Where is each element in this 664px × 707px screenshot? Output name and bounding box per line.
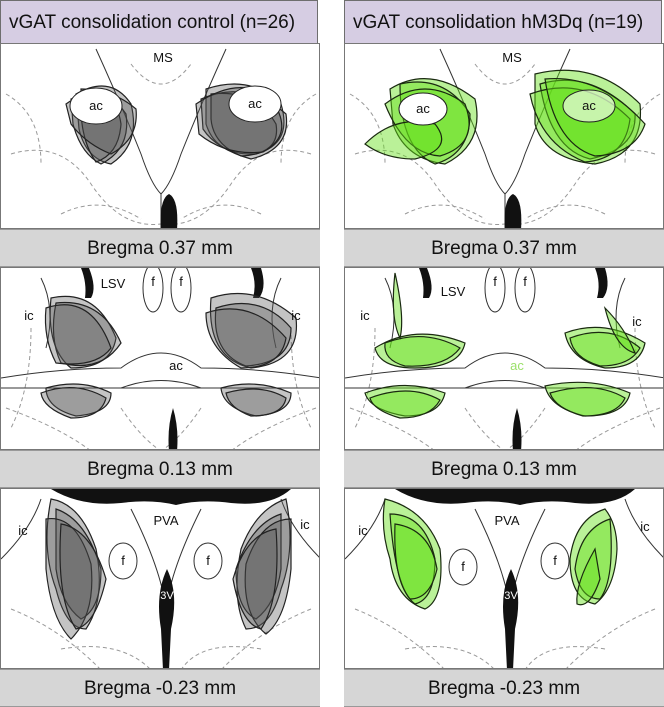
lv-right: [251, 268, 264, 298]
fornix-black-top: [395, 489, 635, 505]
label-ic-left: ic: [358, 523, 368, 538]
third-ventricle-mid: [513, 408, 522, 450]
hm3dq-panel-bregma-neg023: ic PVA ic f f 3V: [344, 488, 664, 669]
injection-overlays-left: [383, 499, 441, 609]
label-3v: 3V: [160, 590, 174, 602]
label-ms: MS: [502, 50, 522, 65]
label-ac-left: ac: [89, 98, 103, 113]
label-f-left: f: [121, 553, 125, 568]
ventricle-black: [161, 194, 178, 229]
label-ic-right: ic: [632, 314, 642, 329]
label-lsv: LSV: [441, 284, 466, 299]
label-pva: PVA: [494, 513, 519, 528]
label-f-left: f: [151, 274, 155, 289]
control-caption-2: Bregma 0.13 mm: [0, 450, 320, 488]
label-ac-left: ac: [416, 101, 430, 116]
control-panel-bregma-037: MS ac ac: [0, 43, 320, 229]
label-ac-right: ac: [248, 96, 262, 111]
label-ac-right: ac: [582, 98, 596, 113]
hm3dq-column: vGAT consolidation hM3Dq (n=19): [344, 0, 664, 707]
ventricle-black: [505, 194, 522, 229]
label-ic-left: ic: [24, 308, 34, 323]
label-ic-left: ic: [18, 523, 28, 538]
label-f-left: f: [493, 274, 497, 289]
label-f-left: f: [461, 559, 465, 574]
control-panel-bregma-013: LSV f f ic ic ac: [0, 267, 320, 450]
atlas-section-013: LSV f f ic ic ac: [345, 268, 664, 450]
label-ic-right: ic: [300, 517, 310, 532]
control-caption-3: Bregma -0.23 mm: [0, 669, 320, 707]
atlas-section-neg023: ic PVA ic f f 3V: [1, 489, 320, 669]
label-ic-right: ic: [640, 519, 650, 534]
injection-overlays-right: [233, 499, 291, 634]
label-ms: MS: [153, 50, 173, 65]
lv-left: [419, 268, 432, 298]
label-ic-right: ic: [291, 308, 301, 323]
injection-overlays-lower: [41, 384, 291, 418]
injection-overlays-right: [570, 509, 617, 605]
atlas-section-013: LSV f f ic ic ac: [1, 268, 320, 450]
lv-left: [81, 268, 94, 298]
label-f-right: f: [523, 274, 527, 289]
control-title: vGAT consolidation control (n=26): [0, 0, 318, 44]
hm3dq-caption-3: Bregma -0.23 mm: [344, 669, 664, 707]
label-ac: ac: [510, 358, 524, 373]
hm3dq-panel-bregma-037: MS ac ac: [344, 43, 664, 229]
atlas-section-neg023: ic PVA ic f f 3V: [345, 489, 664, 669]
label-f-right: f: [179, 274, 183, 289]
control-caption-1: Bregma 0.37 mm: [0, 229, 320, 267]
label-pva: PVA: [153, 513, 178, 528]
lv-right: [595, 268, 608, 298]
injection-overlays-upper: [45, 294, 296, 369]
label-lsv: LSV: [101, 276, 126, 291]
label-ic-left: ic: [360, 308, 370, 323]
hm3dq-panel-bregma-013: LSV f f ic ic ac: [344, 267, 664, 450]
hm3dq-caption-2: Bregma 0.13 mm: [344, 450, 664, 488]
third-ventricle-mid: [169, 408, 178, 450]
control-column: vGAT consolidation control (n=26): [0, 0, 320, 707]
label-3v: 3V: [504, 590, 518, 602]
hm3dq-caption-1: Bregma 0.37 mm: [344, 229, 664, 267]
fornix-black-top: [51, 489, 291, 505]
control-panel-bregma-neg023: ic PVA ic f f 3V: [0, 488, 320, 669]
label-ac: ac: [169, 358, 183, 373]
atlas-section-037: MS ac ac: [1, 44, 320, 229]
label-f-right: f: [206, 553, 210, 568]
atlas-section-037: MS ac ac: [345, 44, 664, 229]
hm3dq-title: vGAT consolidation hM3Dq (n=19): [344, 0, 662, 44]
injection-overlays-left: [46, 499, 106, 639]
label-f-right: f: [553, 553, 557, 568]
